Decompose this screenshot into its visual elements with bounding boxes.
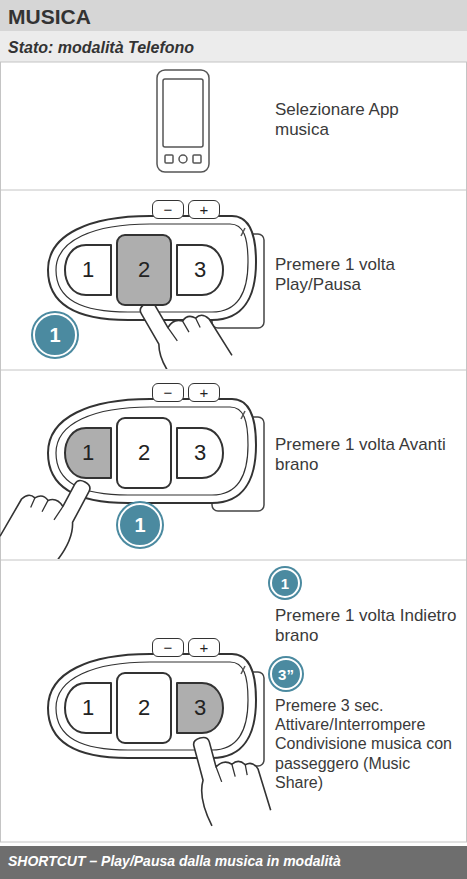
- hand-clip: [187, 725, 271, 826]
- key-label: 3: [194, 697, 206, 719]
- key-label: 2: [138, 259, 150, 281]
- phone-icon: [157, 70, 209, 172]
- table-border: [1, 62, 467, 842]
- device-inner-outline: [56, 224, 248, 312]
- key-label: 3: [194, 442, 206, 464]
- step-badge: 1: [33, 313, 77, 357]
- key-label: 1: [82, 259, 94, 281]
- key-label: −: [164, 202, 173, 217]
- status-band: [0, 31, 467, 62]
- status-led: [241, 411, 245, 419]
- status-led: [241, 666, 245, 674]
- volume-button: +: [188, 200, 220, 219]
- instruction-text: Premere 1 volta Indietro brano: [275, 606, 457, 647]
- key-label: 1: [82, 697, 94, 719]
- badge-number: 1: [281, 576, 289, 591]
- device-inner-outline: [56, 662, 248, 750]
- key-button: 2: [116, 234, 172, 306]
- instruction-text: Premere 1 volta Play/Pausa: [275, 255, 455, 296]
- hand-fill: [187, 725, 271, 826]
- shortcut-band: [0, 846, 467, 879]
- key-label: +: [200, 385, 209, 400]
- key-label: +: [200, 202, 209, 217]
- step-badge: 1: [118, 503, 162, 547]
- status-label: Stato: modalità Telefono: [8, 38, 448, 57]
- key-button: 3: [174, 680, 226, 736]
- title-band: [0, 0, 467, 31]
- row-separator: [0, 190, 467, 191]
- badge-number: 1: [49, 325, 60, 345]
- key-label: −: [164, 385, 173, 400]
- volume-button: −: [152, 638, 184, 657]
- hand-creases: [216, 759, 248, 782]
- hand-creases: [30, 493, 63, 521]
- device-body: [48, 216, 256, 320]
- row-separator: [0, 370, 467, 371]
- hand-outline: [187, 725, 271, 826]
- volume-button: −: [152, 383, 184, 402]
- row-separator: [0, 560, 467, 561]
- instruction-text: Selezionare App musica: [275, 100, 455, 141]
- key-shape: [65, 428, 111, 478]
- step-badge: 3”: [270, 658, 302, 690]
- badge-number: 1: [134, 515, 145, 535]
- key-shape: [65, 245, 111, 295]
- shortcut-note: SHORTCUT – Play/Pausa dalla musica in mo…: [8, 853, 463, 870]
- section-title: MUSICA: [8, 4, 91, 29]
- device-body: [48, 654, 256, 758]
- key-shape: [177, 683, 223, 733]
- key-button: 2: [116, 417, 172, 489]
- key-button: 1: [62, 425, 114, 481]
- key-shape: [65, 683, 111, 733]
- key-label: +: [200, 640, 209, 655]
- key-label: 1: [82, 442, 94, 464]
- key-shape: [177, 245, 223, 295]
- key-shape: [177, 428, 223, 478]
- pointing-hand: [187, 725, 271, 826]
- intercom-device: [48, 654, 264, 766]
- status-led: [241, 228, 245, 236]
- key-label: 3: [194, 259, 206, 281]
- key-button: 3: [174, 242, 226, 298]
- volume-button: −: [152, 200, 184, 219]
- instruction-text: Premere 3 sec. Attivare/Interrompere Con…: [275, 696, 459, 792]
- key-button: 1: [62, 680, 114, 736]
- key-button: 1: [62, 242, 114, 298]
- instruction-text: Premere 1 volta Avanti brano: [275, 435, 455, 476]
- badge-number: 3”: [278, 667, 294, 682]
- volume-button: +: [188, 383, 220, 402]
- hand-creases: [168, 313, 201, 341]
- step-badge: 1: [270, 568, 300, 598]
- key-label: 2: [138, 697, 150, 719]
- key-label: 2: [138, 442, 150, 464]
- key-button: 2: [116, 672, 172, 744]
- key-label: −: [164, 640, 173, 655]
- key-button: 3: [174, 425, 226, 481]
- volume-button: +: [188, 638, 220, 657]
